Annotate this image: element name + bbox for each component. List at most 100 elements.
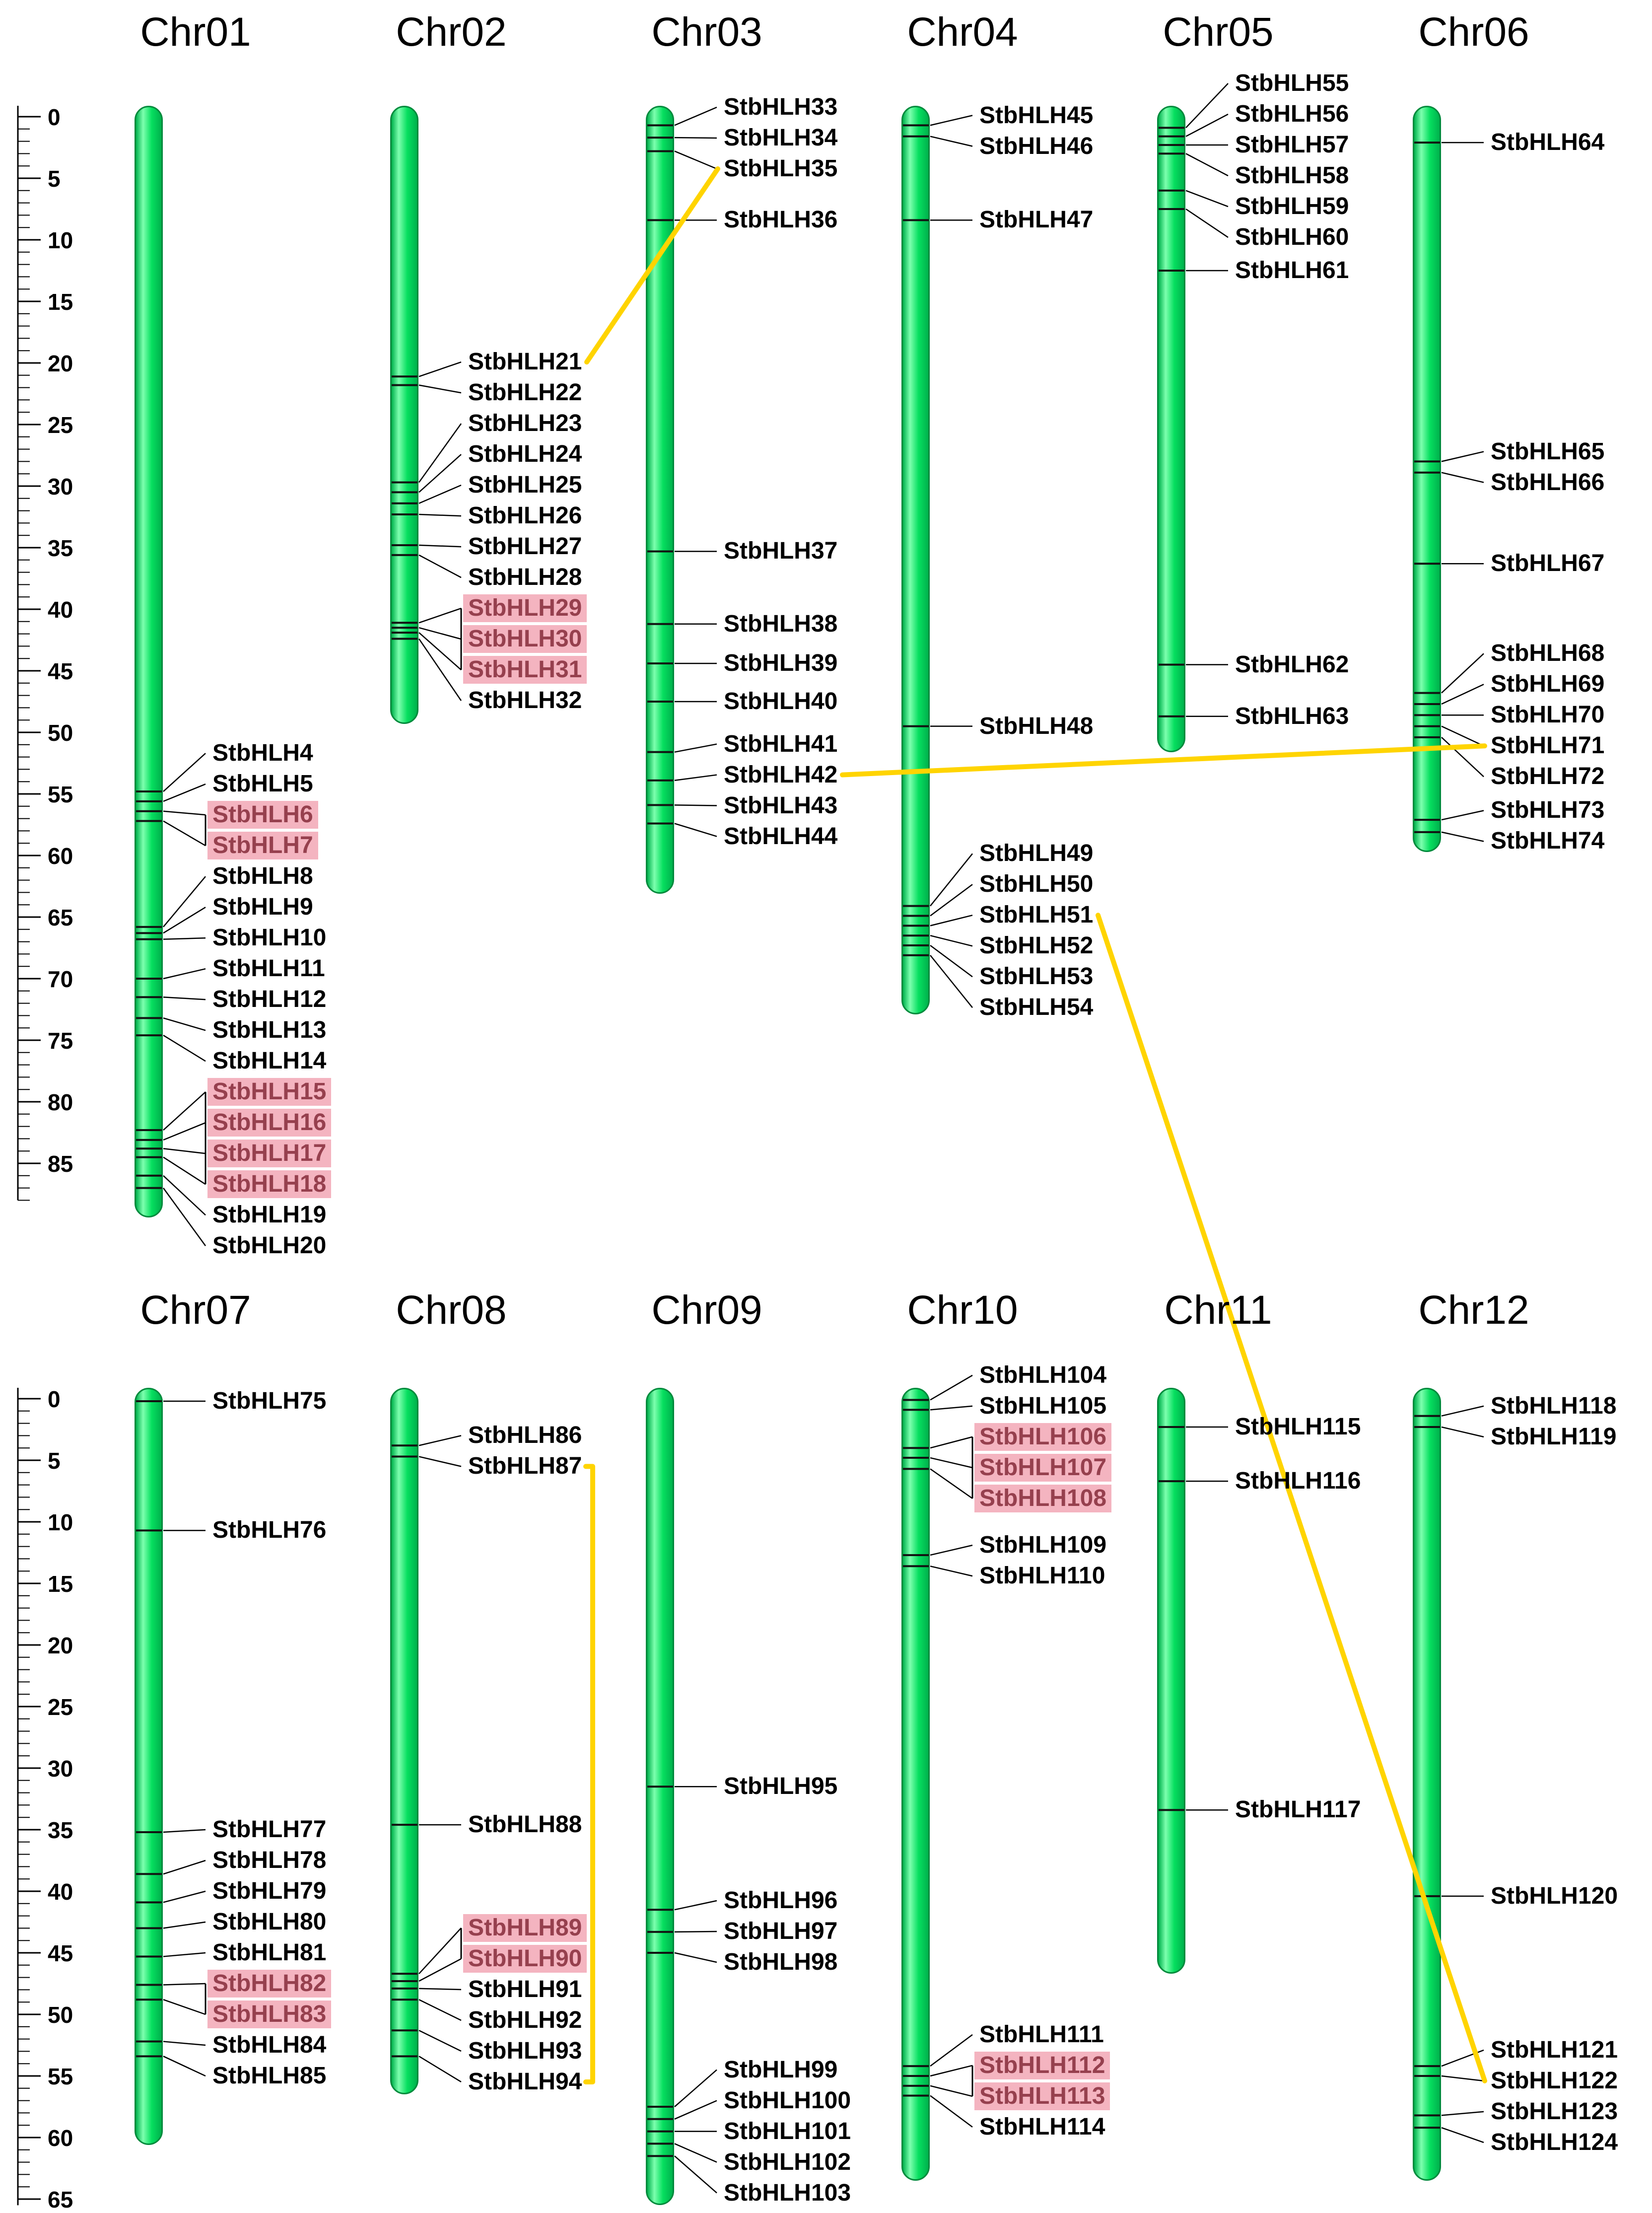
- label-connector-line: [163, 1983, 206, 1986]
- label-connector-line: [930, 1405, 973, 1411]
- gene-label: StbHLH83: [207, 2000, 332, 2028]
- gene-label: StbHLH100: [724, 2087, 851, 2114]
- gene-label: StbHLH22: [468, 379, 582, 406]
- label-connector-line: [1441, 472, 1484, 483]
- chromosome-title: Chr03: [651, 9, 762, 55]
- gene-label: StbHLH13: [212, 1017, 327, 1044]
- label-connector-line: [674, 743, 717, 753]
- label-connector-line: [1185, 190, 1229, 208]
- gene-label: StbHLH116: [1235, 1468, 1361, 1495]
- label-connector-line: [1441, 810, 1484, 821]
- gene-label: StbHLH101: [724, 2118, 851, 2144]
- ruler-tick-label: 15: [48, 289, 73, 315]
- gene-label: StbHLH39: [724, 650, 838, 677]
- label-connector-line: [674, 2143, 717, 2163]
- label-connector-line: [930, 1544, 973, 1556]
- gene-label: StbHLH67: [1491, 550, 1605, 577]
- gene-label: StbHLH41: [724, 730, 838, 757]
- ruler-tick-label: 50: [48, 2002, 73, 2028]
- chromosome-title: Chr04: [907, 9, 1018, 55]
- gene-label: StbHLH60: [1235, 224, 1349, 251]
- ruler-tick-label: 10: [48, 1509, 73, 1535]
- gene-label: StbHLH57: [1235, 132, 1349, 158]
- chromosome-capsule: [390, 1388, 418, 2095]
- gene-label: StbHLH29: [463, 594, 587, 623]
- label-connector-line: [674, 106, 717, 126]
- label-connector-line: [418, 627, 462, 640]
- ruler-tick-label: 40: [48, 1879, 73, 1905]
- gene-label: StbHLH106: [974, 1423, 1112, 1451]
- ruler-tick-label: 60: [48, 2125, 73, 2151]
- segmental-duplication-link: [840, 743, 1487, 778]
- gene-label: StbHLH124: [1491, 2129, 1618, 2155]
- gene-label: StbHLH5: [212, 771, 313, 797]
- chromosome-title: Chr01: [140, 9, 251, 55]
- gene-label: StbHLH59: [1235, 193, 1349, 220]
- label-connector-line: [930, 136, 973, 147]
- gene-label: StbHLH90: [463, 1944, 587, 1973]
- label-connector-line: [418, 2030, 462, 2052]
- label-connector-line: [930, 2095, 973, 2128]
- gene-label: StbHLH77: [212, 1816, 327, 1843]
- gene-label: StbHLH119: [1491, 1423, 1617, 1450]
- label-connector-line: [930, 1436, 973, 1449]
- gene-label: StbHLH58: [1235, 162, 1349, 189]
- gene-label: StbHLH19: [212, 1202, 327, 1228]
- ruler-tick-label: 5: [48, 166, 61, 192]
- label-connector-line: [163, 907, 206, 934]
- label-connector-line: [163, 2056, 206, 2077]
- gene-label: StbHLH99: [724, 2056, 838, 2083]
- ruler-tick-label: 0: [48, 1386, 61, 1412]
- chromosome-title: Chr10: [907, 1287, 1018, 1333]
- chromosome-capsule: [901, 106, 930, 1014]
- gene-label: StbHLH66: [1491, 469, 1605, 496]
- label-connector-line: [930, 955, 973, 1008]
- label-connector-line: [418, 638, 462, 701]
- label-connector-line: [1441, 451, 1484, 462]
- label-connector-line: [674, 2155, 717, 2194]
- gene-label: StbHLH49: [979, 840, 1094, 867]
- label-connector-line: [1185, 153, 1229, 177]
- label-connector-line: [163, 968, 206, 980]
- label-connector-line: [163, 810, 206, 816]
- label-connector-line: [418, 1435, 462, 1446]
- gene-label: StbHLH94: [468, 2068, 582, 2095]
- label-connector-line: [674, 1900, 717, 1911]
- gene-label: StbHLH70: [1491, 702, 1605, 728]
- gene-label: StbHLH82: [207, 1970, 332, 1998]
- gene-label: StbHLH46: [979, 133, 1094, 159]
- gene-label: StbHLH105: [979, 1392, 1107, 1419]
- gene-label: StbHLH35: [724, 155, 838, 182]
- gene-label: StbHLH38: [724, 610, 838, 637]
- gene-label: StbHLH23: [468, 410, 582, 437]
- gene-label: StbHLH74: [1491, 828, 1605, 855]
- gene-label: StbHLH98: [724, 1949, 838, 1975]
- gene-label: StbHLH10: [212, 925, 327, 951]
- gene-label: StbHLH53: [979, 963, 1094, 990]
- gene-label: StbHLH34: [724, 124, 838, 151]
- gene-label: StbHLH65: [1491, 438, 1605, 465]
- chromosome-title: Chr11: [1164, 1287, 1272, 1333]
- gene-label: StbHLH68: [1491, 640, 1605, 667]
- gene-label: StbHLH7: [207, 832, 318, 860]
- label-connector-line: [1441, 653, 1484, 694]
- label-connector-line: [1441, 1426, 1484, 1438]
- gene-label: StbHLH69: [1491, 671, 1605, 698]
- chromosome-capsule: [901, 1388, 930, 2181]
- label-connector-line: [418, 484, 462, 504]
- label-connector-line: [418, 513, 462, 517]
- ruler-tick-label: 35: [48, 1817, 73, 1843]
- ruler-tick-label: 20: [48, 1633, 73, 1658]
- label-connector-line: [163, 1017, 206, 1031]
- gene-label: StbHLH47: [979, 207, 1094, 233]
- gene-label: StbHLH9: [212, 894, 313, 921]
- label-connector-line: [418, 1927, 462, 1975]
- gene-label: StbHLH32: [468, 687, 582, 714]
- label-connector-line: [418, 1988, 462, 1991]
- gene-label: StbHLH36: [724, 207, 838, 233]
- ruler-tick-label: 20: [48, 351, 73, 376]
- label-connector-line: [418, 1958, 462, 1982]
- gene-label: StbHLH86: [468, 1422, 582, 1449]
